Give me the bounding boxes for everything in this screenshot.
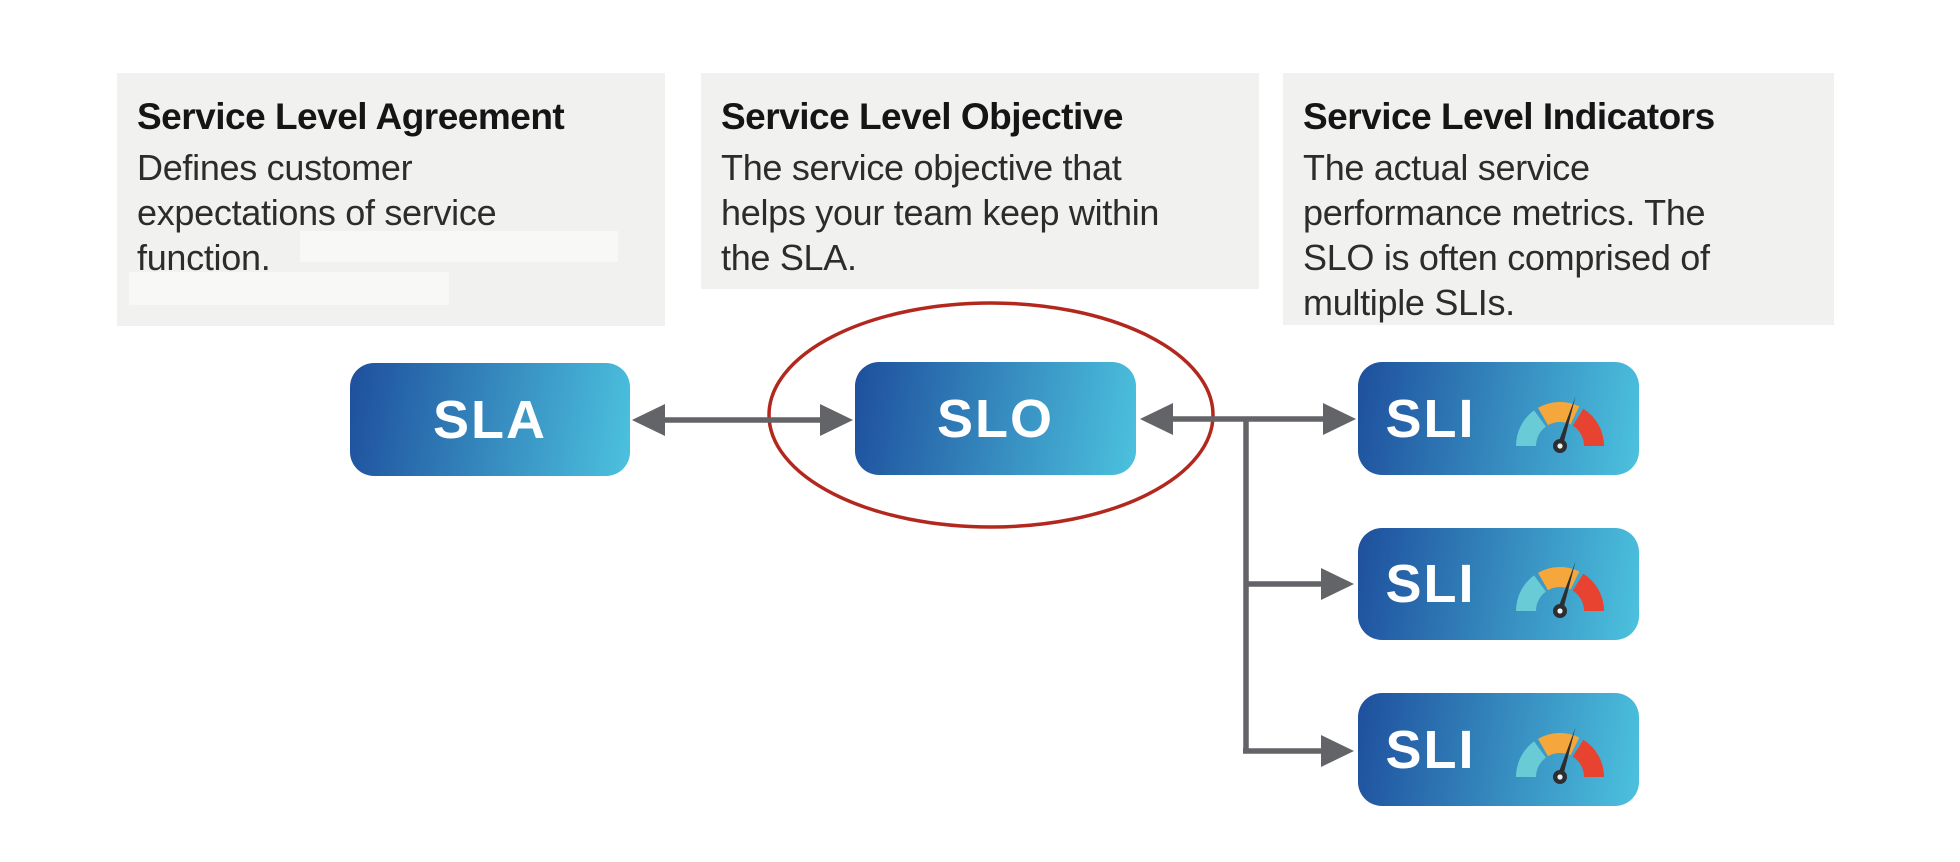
node-label: SLI — [1385, 554, 1476, 614]
card-service-level-indicators: Service Level Indicators The actual serv… — [1283, 73, 1834, 325]
node-sli-2: SLI — [1358, 528, 1639, 640]
card-body: Defines customer expectations of service… — [137, 147, 497, 278]
node-label: SLI — [1385, 719, 1476, 780]
node-sli-3: SLI — [1358, 693, 1639, 806]
node-slo: SLO — [855, 362, 1136, 475]
arrow-slo-sli-branch — [1140, 403, 1356, 767]
card-service-level-agreement: Service Level Agreement Defines customer… — [117, 73, 665, 326]
gauge-icon — [1515, 727, 1604, 784]
gauge-icon — [1515, 561, 1604, 618]
gauge-icon — [1515, 396, 1604, 453]
node-label: SLA — [433, 389, 547, 450]
card-body: The actual service performance metrics. … — [1303, 147, 1710, 323]
card-service-level-objective: Service Level Objective The service obje… — [701, 73, 1259, 289]
redacted-text-block — [129, 272, 449, 305]
node-sla: SLA — [350, 363, 630, 476]
card-body: The service objective that helps your te… — [721, 147, 1160, 278]
card-title: Service Level Agreement — [137, 96, 565, 137]
card-title: Service Level Objective — [721, 96, 1123, 137]
redacted-text-block — [300, 231, 618, 262]
node-label: SLO — [936, 388, 1054, 449]
node-sli-1: SLI — [1358, 362, 1639, 475]
node-label: SLI — [1385, 388, 1476, 449]
card-title: Service Level Indicators — [1303, 96, 1715, 137]
arrow-sla-slo — [632, 404, 853, 436]
